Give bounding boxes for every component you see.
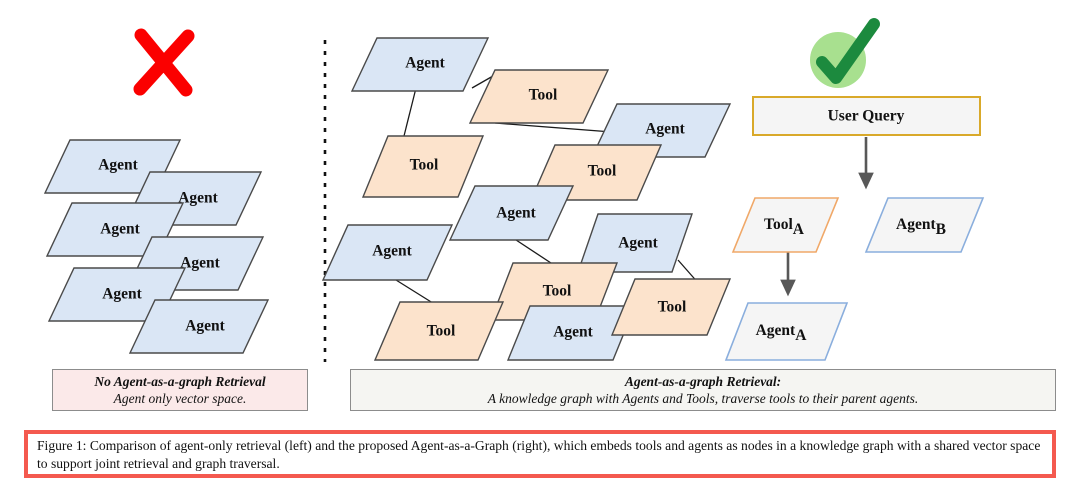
- node-label: Agent: [178, 190, 218, 207]
- node-label: Agent: [553, 324, 593, 341]
- node-label: AgentA: [756, 322, 808, 344]
- legend-right-subtitle: A knowledge graph with Agents and Tools,…: [487, 391, 919, 407]
- legend-left-panel: No Agent-as-a-graph Retrieval Agent only…: [52, 369, 308, 411]
- node-label: Tool: [588, 163, 617, 180]
- result-node-agent-a: AgentA: [724, 302, 849, 361]
- figure-caption: Figure 1: Comparison of agent-only retri…: [24, 430, 1056, 478]
- node-label: Tool: [410, 157, 439, 174]
- diagram-canvas: Agent Agent Agent Agent Agent Agent: [43, 18, 985, 362]
- graph-node-tool-t6: Tool: [373, 301, 505, 361]
- graph-node-tool-t2: Tool: [361, 135, 485, 198]
- graph-node-tool-t5: Tool: [610, 278, 732, 336]
- node-label: Agent: [98, 157, 138, 174]
- node-label: Agent: [405, 55, 445, 72]
- edge-a3-t4: [509, 235, 555, 266]
- user-query-box[interactable]: User Query: [752, 96, 981, 136]
- legend-left-subtitle: Agent only vector space.: [113, 391, 247, 407]
- graph-node-agent-a5: Agent: [321, 224, 454, 281]
- legend-left-title: No Agent-as-a-graph Retrieval: [94, 374, 266, 389]
- node-label: Agent: [645, 121, 685, 138]
- green-check-icon: [810, 18, 880, 88]
- graph-nodes: Agent Tool Agent Tool Tool Agent: [321, 37, 732, 361]
- node-label: Tool: [529, 87, 558, 104]
- legend-right-title: Agent-as-a-graph Retrieval:: [624, 374, 782, 389]
- result-node-tool-a: ToolA: [731, 197, 840, 253]
- graph-node-agent-a4: Agent: [577, 213, 693, 273]
- node-label: Tool: [658, 299, 687, 316]
- node-label: Agent: [372, 243, 412, 260]
- node-label: Agent: [180, 255, 220, 272]
- graph-node-agent-a1: Agent: [350, 37, 490, 92]
- node-label: Agent: [496, 205, 536, 222]
- node-label: AgentB: [896, 216, 946, 238]
- node-label: ToolA: [764, 216, 805, 238]
- node-label: Agent: [618, 235, 658, 252]
- node-label: Agent: [100, 221, 140, 238]
- node-label: Agent: [102, 286, 142, 303]
- edge-t1-a2: [494, 122, 613, 133]
- graph-node-agent-a2: Agent: [590, 103, 732, 158]
- node-label: Tool: [427, 323, 456, 340]
- left-agent-cluster: Agent Agent Agent Agent Agent Agent: [43, 139, 270, 354]
- node-label: Agent: [185, 318, 225, 335]
- result-node-agent-b: AgentB: [864, 197, 985, 253]
- edge-a1-t2: [403, 87, 417, 137]
- graph-node-tool-t1: Tool: [468, 69, 610, 124]
- graph-node-agent-a6: Agent: [506, 305, 637, 361]
- legend-right-panel: Agent-as-a-graph Retrieval: A knowledge …: [350, 369, 1056, 411]
- node-label: Tool: [543, 283, 572, 300]
- left-agent-node-6: Agent: [128, 299, 270, 354]
- graph-node-agent-a3: Agent: [448, 185, 575, 241]
- red-cross-icon: [133, 28, 195, 97]
- user-query-label: User Query: [828, 108, 905, 125]
